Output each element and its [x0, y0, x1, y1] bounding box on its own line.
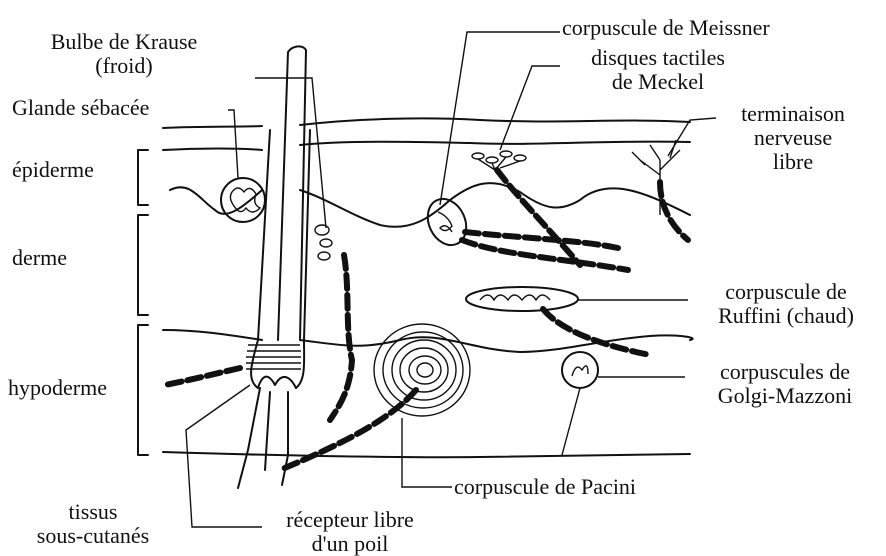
epidermis-surface	[163, 118, 690, 128]
label-tissus: tissus sous-cutanés	[0, 500, 186, 548]
hair-bulb	[246, 345, 301, 369]
bracket-epiderme	[138, 150, 148, 205]
label-pacini: corpuscule de Pacini	[454, 475, 636, 499]
label-tissus-line1: tissus	[0, 500, 186, 524]
free-nerve-ending	[632, 140, 680, 215]
hair-shaft	[278, 46, 306, 340]
hair-root-nerves	[238, 388, 288, 488]
label-recepteur-line1: récepteur libre	[262, 508, 438, 532]
label-merkel-line1: disques tactiles	[560, 46, 756, 70]
label-golgi-line2: Golgi-Mazzoni	[686, 384, 884, 408]
sebaceous-gland	[221, 178, 265, 222]
label-golgi-line1: corpuscules de	[686, 360, 884, 384]
golgi-mazzoni-corpuscle	[562, 352, 598, 388]
label-krause-line1: Bulbe de Krause	[8, 30, 240, 54]
label-ruffini: corpuscule de Ruffini (chaud)	[688, 280, 884, 328]
label-recepteur: récepteur libre d'un poil	[262, 508, 438, 556]
label-terminaison-line1: terminaison	[716, 102, 870, 126]
epidermis-inner-line	[163, 142, 690, 150]
hypodermis-bottom-line	[163, 452, 690, 457]
label-derme: derme	[12, 246, 67, 270]
bracket-hypoderme	[138, 325, 148, 455]
label-hypoderme: hypoderme	[8, 376, 107, 400]
merkel-discs	[472, 151, 526, 170]
label-krause: Bulbe de Krause (froid)	[8, 30, 240, 78]
label-terminaison: terminaison nerveuse libre	[716, 102, 870, 174]
label-meissner: corpuscule de Meissner	[562, 16, 770, 40]
krause-bulb	[315, 225, 332, 260]
bracket-derme	[138, 215, 148, 315]
nerve-fibres	[165, 170, 688, 470]
label-golgi: corpuscules de Golgi-Mazzoni	[686, 360, 884, 408]
label-sebacee: Glande sébacée	[12, 96, 149, 120]
hair-papilla	[258, 377, 296, 388]
label-ruffini-line1: corpuscule de	[688, 280, 884, 304]
label-recepteur-line2: d'un poil	[262, 532, 438, 556]
label-tissus-line2: sous-cutanés	[0, 524, 186, 548]
label-krause-line2: (froid)	[8, 54, 240, 78]
label-epiderme: épiderme	[12, 158, 94, 182]
label-merkel: disques tactiles de Meckel	[560, 46, 756, 94]
label-merkel-line2: de Meckel	[560, 70, 756, 94]
ruffini-corpuscle	[466, 287, 578, 311]
label-ruffini-line2: Ruffini (chaud)	[688, 304, 884, 328]
label-terminaison-line2: nerveuse	[716, 126, 870, 150]
label-terminaison-line3: libre	[716, 150, 870, 174]
